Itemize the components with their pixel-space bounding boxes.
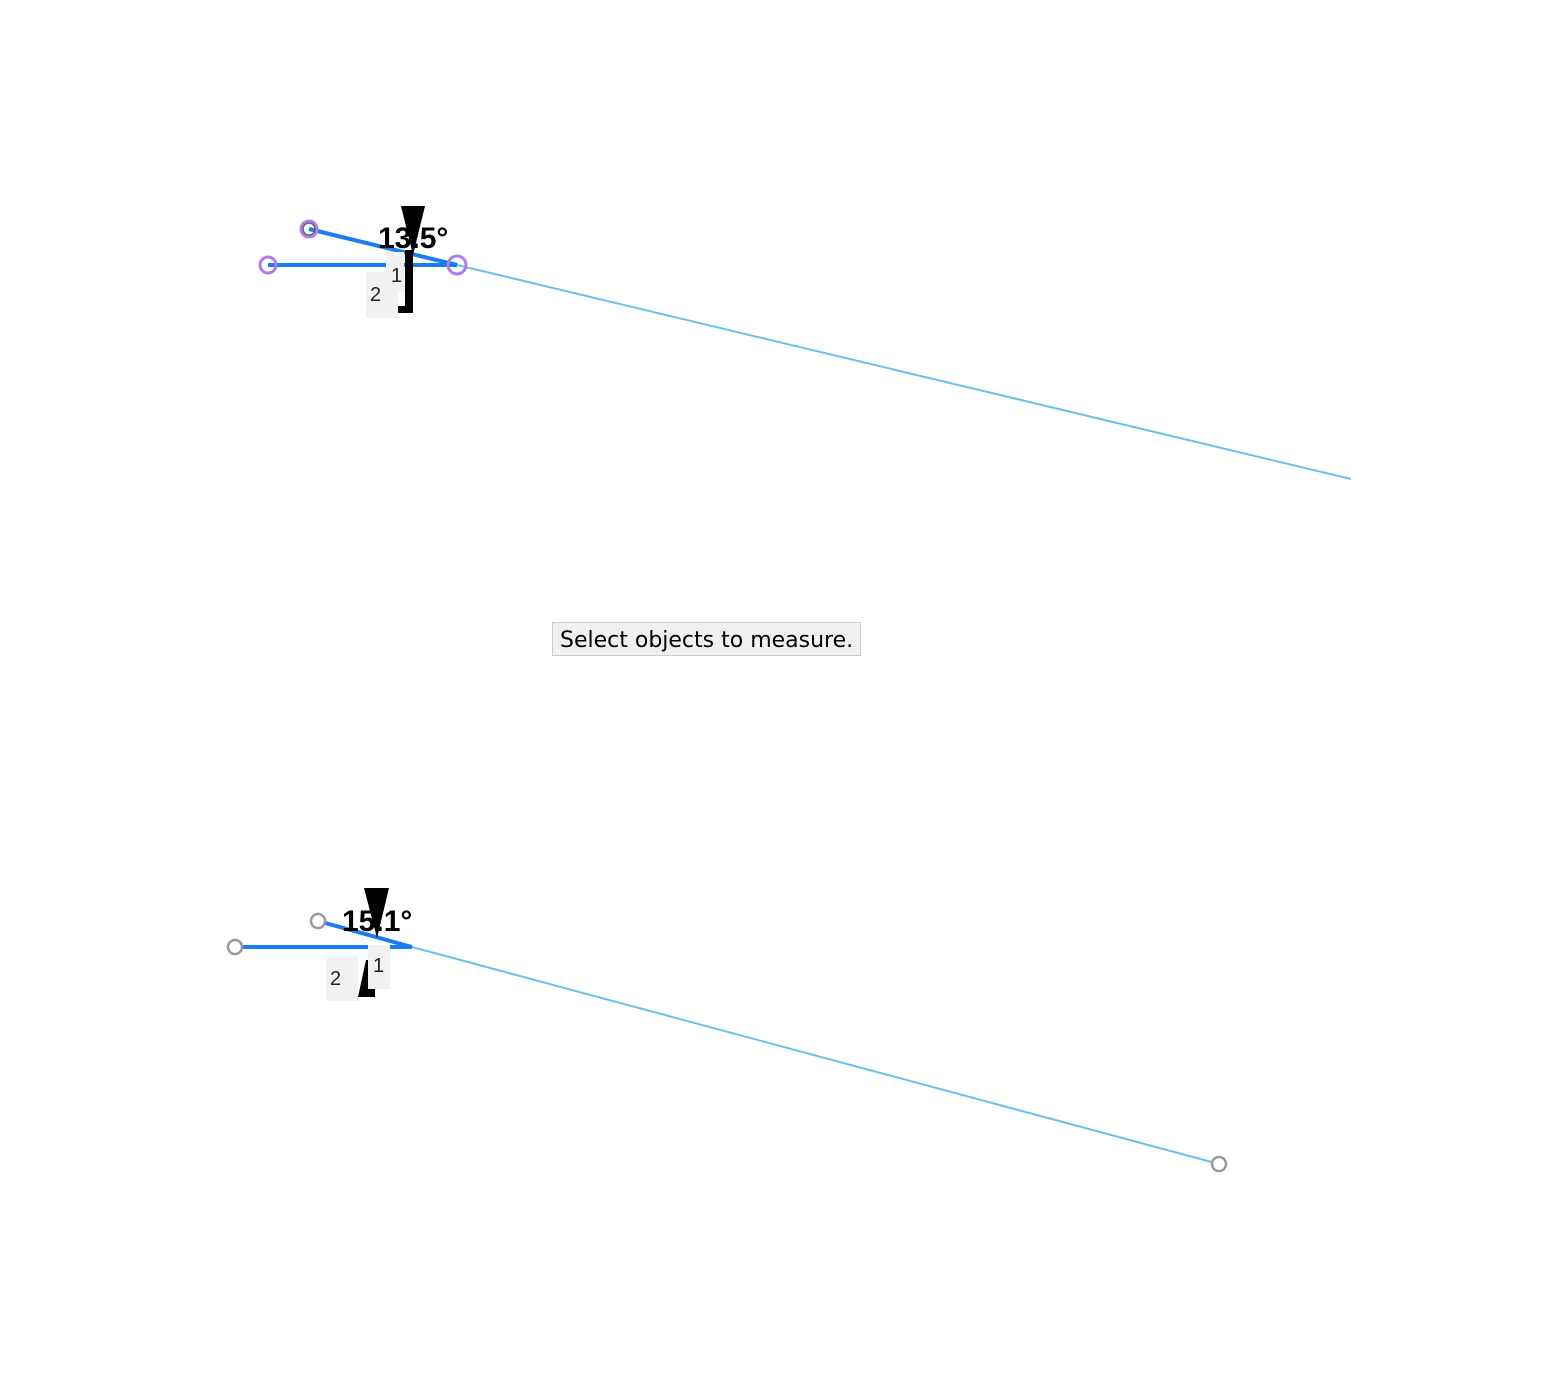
angle-measurement-2[interactable]: 15.1° 2 1 — [226, 888, 1228, 1173]
angle-pointer-stem — [405, 250, 413, 313]
segment-tag-2-bg — [326, 957, 358, 1001]
handle-point-inner — [302, 222, 316, 236]
ray-line[interactable] — [456, 264, 1352, 480]
status-message: Select objects to measure. — [552, 622, 862, 656]
segment-tag-2: 2 — [330, 968, 341, 990]
handle-point[interactable] — [446, 254, 468, 276]
ray-line[interactable] — [411, 946, 1220, 1165]
angle-measurement-1[interactable]: 13.5° 2 1 — [258, 206, 1352, 480]
angle-label: 15.1° — [342, 905, 412, 938]
segment-tag-1: 1 — [373, 955, 384, 977]
handle-point[interactable] — [309, 912, 327, 930]
segment-tag-2: 2 — [370, 284, 381, 306]
segment-1[interactable] — [308, 227, 458, 267]
handle-point[interactable] — [299, 219, 319, 239]
angle-label: 13.5° — [378, 222, 448, 255]
angle-pointer-foot — [397, 306, 413, 313]
handle-point[interactable] — [258, 255, 278, 275]
angle-pointer-icon — [364, 888, 389, 938]
segment-tag-1-bg — [368, 945, 390, 989]
segment-tag-1-bg — [386, 252, 404, 292]
segment-tag-1: 1 — [391, 265, 402, 287]
handle-point[interactable] — [226, 938, 244, 956]
segment-1[interactable] — [317, 919, 413, 949]
handle-point[interactable] — [1210, 1155, 1228, 1173]
angle-pointer-icon — [401, 206, 425, 255]
